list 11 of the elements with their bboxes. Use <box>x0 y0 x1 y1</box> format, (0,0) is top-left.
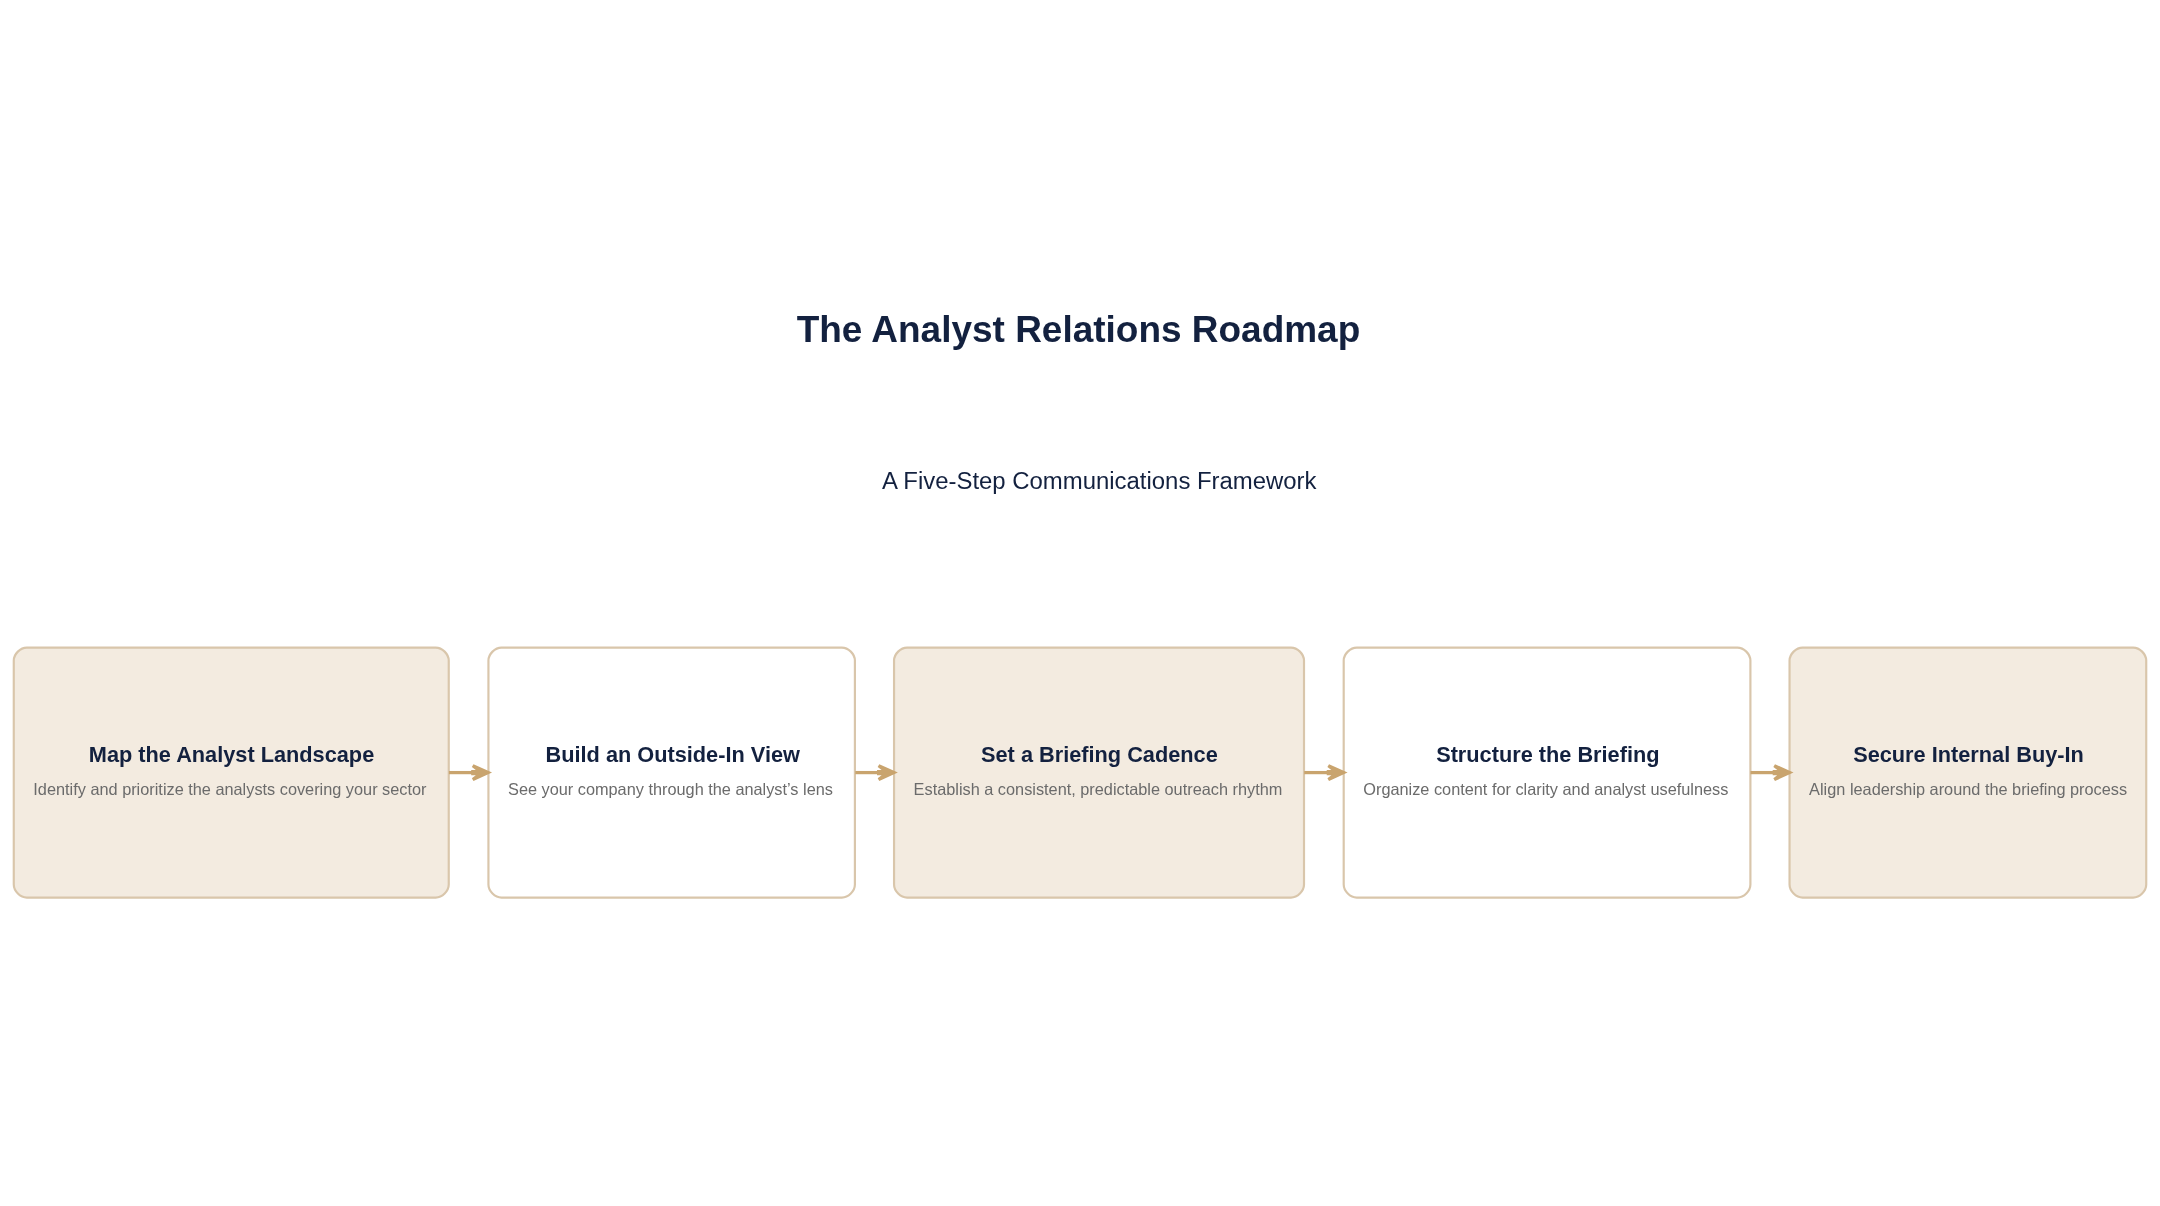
arrow <box>448 763 490 781</box>
node-box: Secure Internal Buy-In Align leadership around the briefing process <box>1788 645 2148 899</box>
node-box: Set a Briefing Cadence Establish a consistent, predictable outreach rhythm <box>892 645 1306 899</box>
diagram-title: The Analyst Relations Roadmap <box>796 308 1361 350</box>
arrow <box>855 763 896 781</box>
arrow <box>1304 763 1346 781</box>
arrow <box>1750 763 1792 781</box>
node-box: Map the Analyst Landscape Identify and prioritize the analysts covering your sector <box>12 645 450 899</box>
label: A Five-Step Communications Framework <box>882 466 1317 494</box>
node-box: Structure the Briefing Organize content for clarity and analyst usefulness <box>1342 645 1752 899</box>
node-box: Build an Outside-In View See your company through the analyst’s lens <box>487 645 856 899</box>
